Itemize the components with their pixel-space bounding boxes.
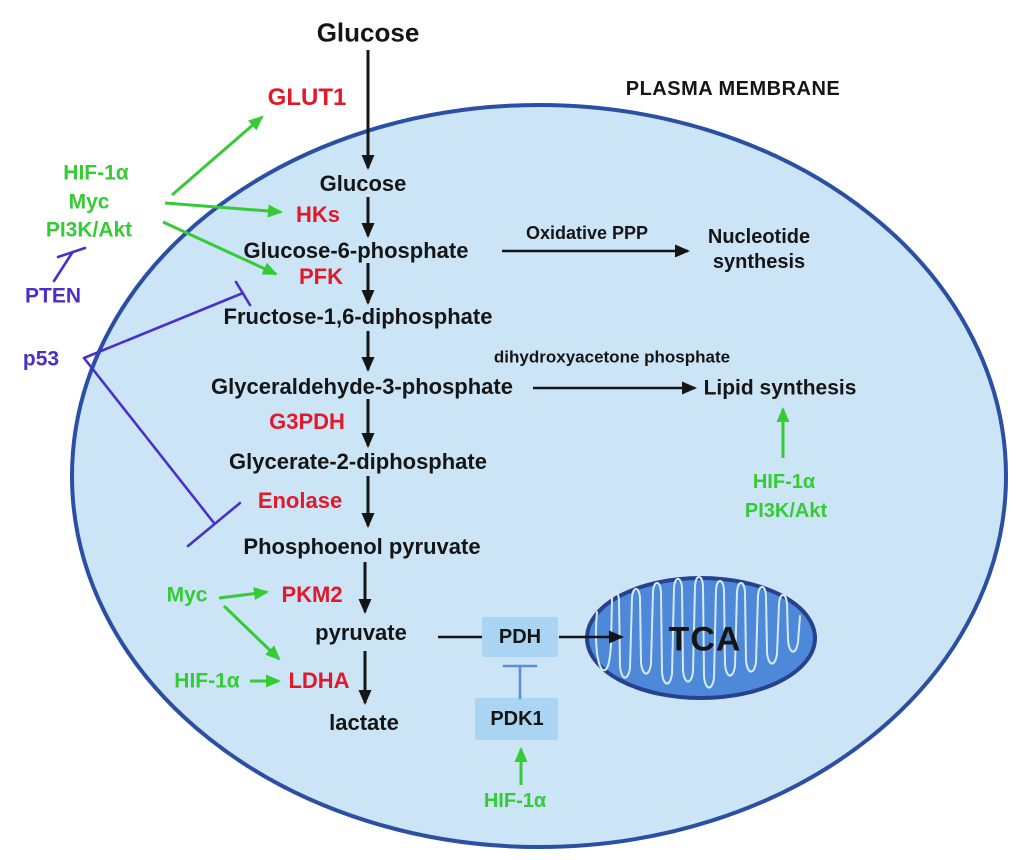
arrow-activators-to-pfk xyxy=(162,220,278,276)
label-pfk: PFK xyxy=(299,263,343,289)
label-glyceraldehyde-3-phosphate: Glyceraldehyde-3-phosphate xyxy=(211,373,513,399)
label-glut1: GLUT1 xyxy=(267,83,347,111)
label-glucose-intracellular: Glucose xyxy=(319,170,407,196)
arrow-myc-to-ldha xyxy=(222,604,281,661)
label-lactate: lactate xyxy=(329,709,399,735)
pdh-box xyxy=(482,617,558,657)
label-ldha: LDHA xyxy=(288,667,350,693)
label-glucose-extracellular: Glucose xyxy=(316,17,420,48)
arrow-activators-to-glut1 xyxy=(171,115,264,197)
arrow-activators-to-hks xyxy=(164,201,283,218)
inhibit-p53-to-pfk xyxy=(82,291,245,360)
label-nucleotide-synthesis: Nucleotide synthesis xyxy=(708,225,810,275)
label-glycerate-2-diphosphate: Glycerate-2-diphosphate xyxy=(229,448,487,474)
label-lipid-synthesis: Lipid synthesis xyxy=(703,376,857,400)
inhibit-p53-pep-cap xyxy=(186,501,242,548)
label-hif1a-lower-left: HIF-1α xyxy=(174,669,240,693)
pdk1-box xyxy=(475,698,558,740)
label-myc-lower: Myc xyxy=(166,583,208,607)
label-pkm2: PKM2 xyxy=(281,581,343,607)
label-pdh: PDH xyxy=(498,626,542,648)
label-dihydroxyacetone-phosphate: dihydroxyacetone phosphate xyxy=(493,347,731,367)
label-enolase: Enolase xyxy=(257,487,343,513)
label-glucose-6-phosphate: Glucose-6-phosphate xyxy=(243,237,469,263)
label-oxidative-ppp: Oxidative PPP xyxy=(525,223,649,244)
label-hif1a-bottom: HIF-1α xyxy=(483,790,547,812)
label-phosphoenol-pyruvate: Phosphoenol pyruvate xyxy=(243,533,481,559)
inhibit-p53-to-pep xyxy=(82,356,216,525)
label-plasma-membrane: PLASMA MEMBRANE xyxy=(625,78,841,100)
label-nucleotide-synthesis-line2: synthesis xyxy=(712,251,806,273)
label-pdk1: PDK1 xyxy=(490,708,544,730)
mitochondria-cristae xyxy=(594,576,801,689)
label-p53: p53 xyxy=(22,347,60,371)
label-fructose-16-diphosphate: Fructose-1,6-diphosphate xyxy=(223,303,493,329)
inhibit-pten-to-pi3k xyxy=(52,251,74,283)
label-pyruvate: pyruvate xyxy=(315,619,407,645)
label-pi3k-akt-left: PI3K/Akt xyxy=(45,218,133,242)
label-tca: TCA xyxy=(668,620,742,659)
label-pten: PTEN xyxy=(24,284,82,308)
label-g3pdh: G3PDH xyxy=(269,408,345,434)
arrow-myc-to-pkm2 xyxy=(218,587,269,601)
label-hif1a-right: HIF-1α xyxy=(752,471,816,493)
label-hif1a-left: HIF-1α xyxy=(63,161,129,185)
label-hks: HKs xyxy=(295,201,341,227)
label-myc-left: Myc xyxy=(68,190,110,214)
label-nucleotide-synthesis-line1: Nucleotide xyxy=(707,226,811,248)
label-pi3k-akt-right: PI3K/Akt xyxy=(744,500,828,522)
inhibit-pten-cap xyxy=(56,246,87,259)
inhibit-p53-pfk-cap xyxy=(234,280,252,307)
